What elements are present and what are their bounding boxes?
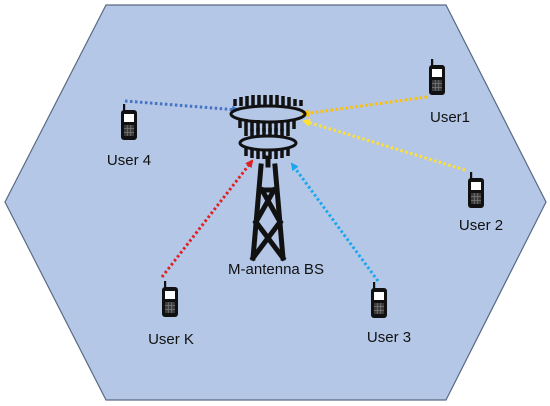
user1-label: User1 xyxy=(429,109,471,126)
user3-label: User 3 xyxy=(366,329,412,346)
user2-label: User 2 xyxy=(458,217,504,234)
user4-label: User 4 xyxy=(106,152,152,169)
tower-structure xyxy=(249,155,287,262)
link-user3-to-bs xyxy=(290,162,380,282)
bs-label: M-antenna BS xyxy=(228,261,324,278)
userk-label: User K xyxy=(148,331,194,348)
base-station-tower-icon xyxy=(229,95,307,262)
link-user1-to-bs xyxy=(301,95,428,118)
link-user4-to-bs xyxy=(124,99,240,114)
lower-antenna-array xyxy=(238,128,298,159)
upper-antenna-array xyxy=(229,95,307,132)
link-userk-to-bs xyxy=(160,159,254,278)
link-user2-to-bs xyxy=(302,118,466,172)
hexagon-cell xyxy=(4,4,547,401)
